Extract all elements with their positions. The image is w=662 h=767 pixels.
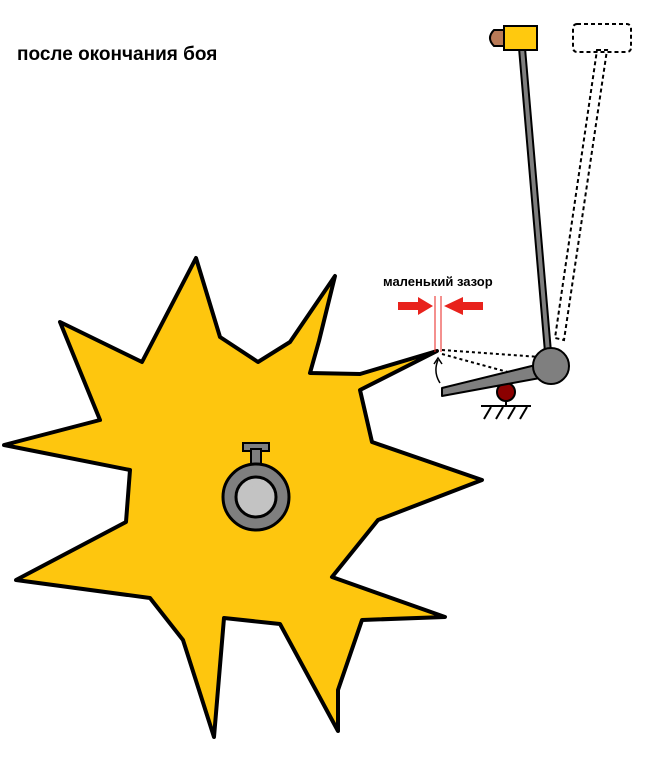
hammer-tip — [489, 29, 507, 47]
hammer-head-previous — [572, 23, 632, 53]
gap-arrow-left-icon — [398, 297, 433, 315]
pivot-disc — [532, 347, 570, 385]
hub-center — [245, 486, 267, 508]
gap-arrow-right-icon — [444, 297, 483, 315]
hammer-rod-previous — [553, 49, 609, 342]
wheel-hub — [221, 442, 291, 532]
gap-marker — [434, 296, 442, 352]
hammer-head — [503, 25, 538, 51]
diagram-title: после окончания боя — [17, 44, 217, 65]
hammer-rod — [517, 47, 553, 353]
gap-label: маленький зазор — [383, 274, 493, 289]
motion-arrow-icon — [435, 359, 441, 384]
